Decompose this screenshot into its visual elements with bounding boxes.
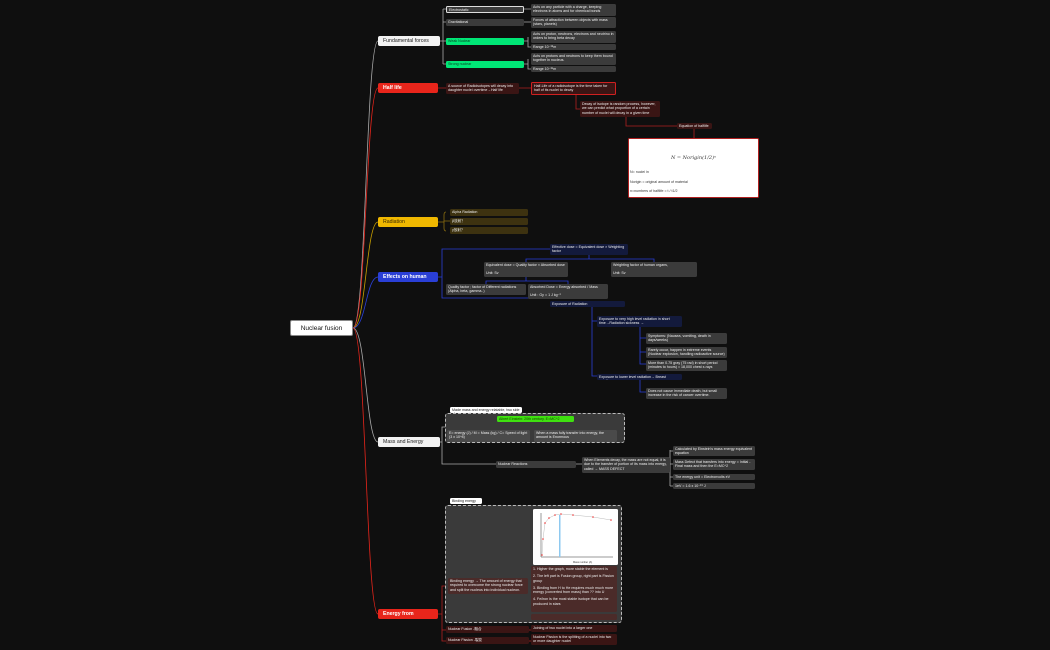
electrostatic-node[interactable]: Electrostatic bbox=[446, 6, 524, 13]
mass-energy-note[interactable]: Made mass and energy relatable, two side… bbox=[450, 407, 522, 413]
mass-energy-node[interactable]: Mass and Energy bbox=[378, 437, 440, 447]
fission-desc[interactable]: Nuclear Fission is the splitting of a nu… bbox=[531, 634, 617, 645]
equation-label[interactable]: Equation of halflife bbox=[677, 123, 712, 129]
weighting-unit: Unit: Sv bbox=[613, 271, 626, 276]
binding-energy-curve: Mass number (A) bbox=[540, 513, 613, 564]
weighting-factor[interactable]: Weighting factor of human organs, Unit: S… bbox=[611, 262, 697, 277]
chart-xlabel: Mass number (A) bbox=[573, 561, 592, 564]
half-life-desc1[interactable]: A source of Radioisotopes will decay int… bbox=[446, 83, 519, 94]
equation-line: Norigin = original amount of material bbox=[630, 179, 688, 184]
low-exposure[interactable]: Exposure to lower level radiation→ Breas… bbox=[597, 374, 682, 380]
more-than[interactable]: More than 0.75 gray (75 rad) in short pe… bbox=[646, 360, 727, 371]
radiation-item[interactable]: Alpha Radiation bbox=[450, 209, 528, 216]
high-exposure[interactable]: Exposure to very high level radiation in… bbox=[597, 316, 682, 327]
equivalent-unit: Unit: Sv bbox=[486, 271, 499, 276]
root-node[interactable]: Nuclear fusion bbox=[290, 320, 353, 336]
absorbed-text: Absorbed Dose = Energy absorbed / Mass bbox=[530, 285, 598, 289]
empty-node[interactable] bbox=[531, 614, 617, 620]
fusion-node[interactable]: Nuclear Fusion -融合 bbox=[446, 626, 529, 633]
does-not-cause[interactable]: Does not cause immediate death, but smal… bbox=[646, 388, 727, 399]
energy-nucleus-node[interactable]: Energy from nucleus bbox=[378, 609, 438, 619]
equation-box[interactable]: N = Norigin(1/2)ⁿ N= nuclei in Norigin =… bbox=[628, 138, 759, 198]
emc-desc[interactable]: E= energy (J) / M = Mass (kg) / C= Speed… bbox=[447, 430, 530, 442]
binding-point: 2. The left part is Fusion group, right … bbox=[533, 574, 614, 583]
weighting-text: Weighting factor of human organs, bbox=[613, 263, 668, 267]
strong-nuclear-desc[interactable]: Acts on protons and neutrons to keep the… bbox=[531, 53, 616, 65]
symptoms[interactable]: Symptoms: (Nausea, vomiting, death in da… bbox=[646, 333, 727, 344]
effects-node[interactable]: Effects on human body bbox=[378, 272, 438, 282]
electrostatic-desc[interactable]: Acts on any particle with a charge, keep… bbox=[531, 4, 616, 16]
weak-nuclear-node[interactable]: Weak Nuclear bbox=[446, 38, 524, 45]
weak-nuclear-desc[interactable]: Acts on proton, neutrons, electrons and … bbox=[531, 31, 616, 43]
fundamental-forces-node[interactable]: Fundamental forces bbox=[378, 36, 440, 46]
binding-point: 4. Fe/iron is the most stable isotope th… bbox=[533, 597, 609, 606]
half-life-desc2[interactable]: Half-Life of a radioisotope is the time … bbox=[531, 82, 616, 95]
mass-energy-right[interactable]: 1eV = 1.6 x 10⁻¹⁹ J bbox=[673, 483, 755, 489]
radiation-node[interactable]: Radiation bbox=[378, 217, 438, 227]
weak-nuclear-range[interactable]: Range 10⁻¹⁸m bbox=[531, 44, 616, 50]
equation-line: N= nuclei in bbox=[630, 170, 649, 175]
radiation-item[interactable]: γ放射？ bbox=[450, 227, 528, 234]
binding-energy-chart-image: Mass number (A) bbox=[533, 509, 618, 565]
albert-node[interactable]: Albert Einstein: 20th century. E=MC^2 bbox=[497, 416, 574, 422]
equivalent-text: Equivalent dose = Quality factor × Absor… bbox=[486, 263, 565, 267]
quality-factor[interactable]: Quality factor ; factor of Different rad… bbox=[446, 284, 526, 295]
effective-dose[interactable]: Effective dose = Equivalent dose × Weigh… bbox=[550, 244, 628, 255]
binding-point: 3. Binding from H to He requires much mu… bbox=[533, 585, 614, 595]
binding-energy-label[interactable]: Binding energy bbox=[450, 498, 482, 504]
exposure-node[interactable]: Exposure of Radiation bbox=[550, 301, 625, 307]
mass-energy-right[interactable]: Calculated by Einstein's mass energy equ… bbox=[673, 446, 755, 456]
mass-defect-desc[interactable]: When Elements decay, the mass are not eq… bbox=[582, 457, 670, 473]
binding-points[interactable]: 1. Higher the graph, more stable the ele… bbox=[531, 566, 617, 612]
half-life-desc3[interactable]: Decay of isotope is random process, howe… bbox=[580, 101, 660, 117]
fusion-desc[interactable]: Joining of two nuclei into a larger one bbox=[531, 625, 617, 632]
rarely-occur[interactable]: Rarely occur, happen in extreme events (… bbox=[646, 347, 727, 358]
when-mass-desc[interactable]: When a mass fully transfer into energy, … bbox=[534, 430, 617, 442]
equivalent-dose[interactable]: Equivalent dose = Quality factor × Absor… bbox=[484, 262, 568, 277]
equation-line: n=numbers of halflife = t / t1/2 bbox=[630, 188, 678, 193]
mass-energy-right[interactable]: Mass Defect that transfers into energy =… bbox=[673, 459, 755, 470]
mass-energy-right[interactable]: The energy unit = Electronvolts eV bbox=[673, 474, 755, 480]
nuclear-reactions[interactable]: Nuclear Reactions bbox=[496, 461, 576, 468]
strong-nuclear-node[interactable]: Strong nuclear bbox=[446, 61, 524, 68]
radiation-item[interactable]: β放射？ bbox=[450, 218, 528, 225]
absorbed-unit: Unit : Gy = 1 J kg⁻¹ bbox=[530, 293, 561, 298]
gravitational-desc[interactable]: Forces of attraction between objects wit… bbox=[531, 17, 616, 28]
half-life-node[interactable]: Half life bbox=[378, 83, 438, 93]
equation-formula: N = Norigin(1/2)ⁿ bbox=[670, 155, 717, 161]
fission-node[interactable]: Nuclear Fission -裂变 bbox=[446, 637, 529, 644]
binding-energy-desc[interactable]: Binding energy → The amount of energy th… bbox=[448, 578, 528, 594]
binding-point: 1. Higher the graph, more stable the ele… bbox=[533, 567, 608, 571]
strong-nuclear-range[interactable]: Range 10⁻¹⁵m bbox=[531, 66, 616, 72]
gravitational-node[interactable]: Gravitational bbox=[446, 19, 524, 26]
